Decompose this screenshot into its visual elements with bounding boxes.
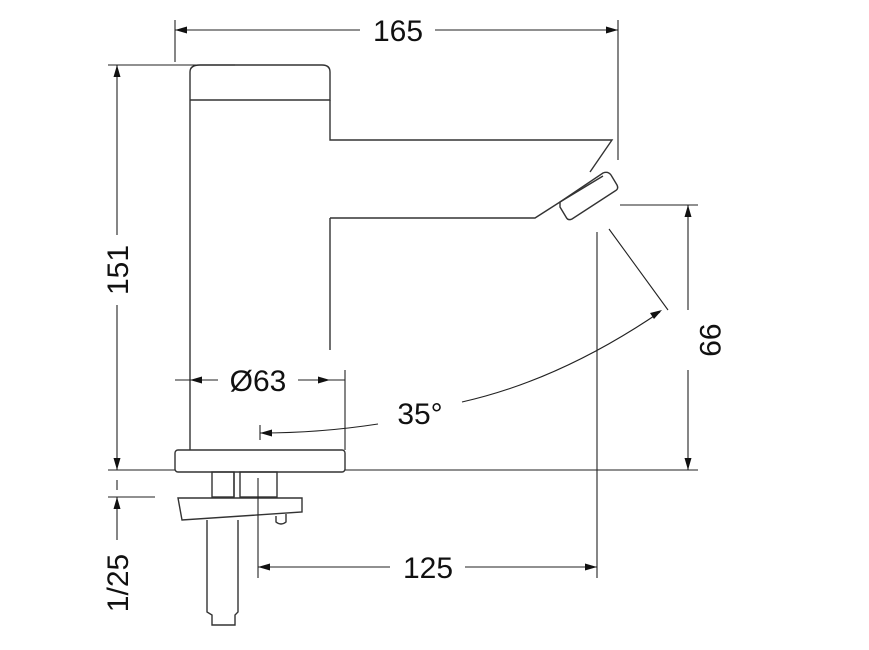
dimension-thread: 1/25 bbox=[102, 480, 155, 612]
dim-99-label: 99 bbox=[693, 323, 726, 356]
faucet-body bbox=[189, 64, 619, 450]
dim-125-label: 125 bbox=[403, 552, 453, 585]
dim-angle-label: 35° bbox=[397, 398, 442, 431]
dim-151-label: 151 bbox=[102, 245, 135, 295]
dimension-base-diameter: Ø63 bbox=[175, 365, 346, 450]
dimension-spout-height: 99 bbox=[345, 204, 726, 471]
dimension-overall-height: 151 bbox=[102, 64, 235, 471]
dimension-spout-angle: 35° bbox=[259, 228, 669, 440]
dim-165-label: 165 bbox=[373, 15, 423, 48]
dim-thread-label: 1/25 bbox=[102, 554, 135, 612]
dimension-spout-reach: 125 bbox=[257, 232, 598, 585]
dimension-overall-width: 165 bbox=[174, 15, 619, 160]
mounting-assembly bbox=[177, 471, 303, 626]
aerator bbox=[559, 171, 619, 221]
dim-diameter-label: Ø63 bbox=[230, 365, 287, 398]
base-plate bbox=[174, 449, 346, 473]
